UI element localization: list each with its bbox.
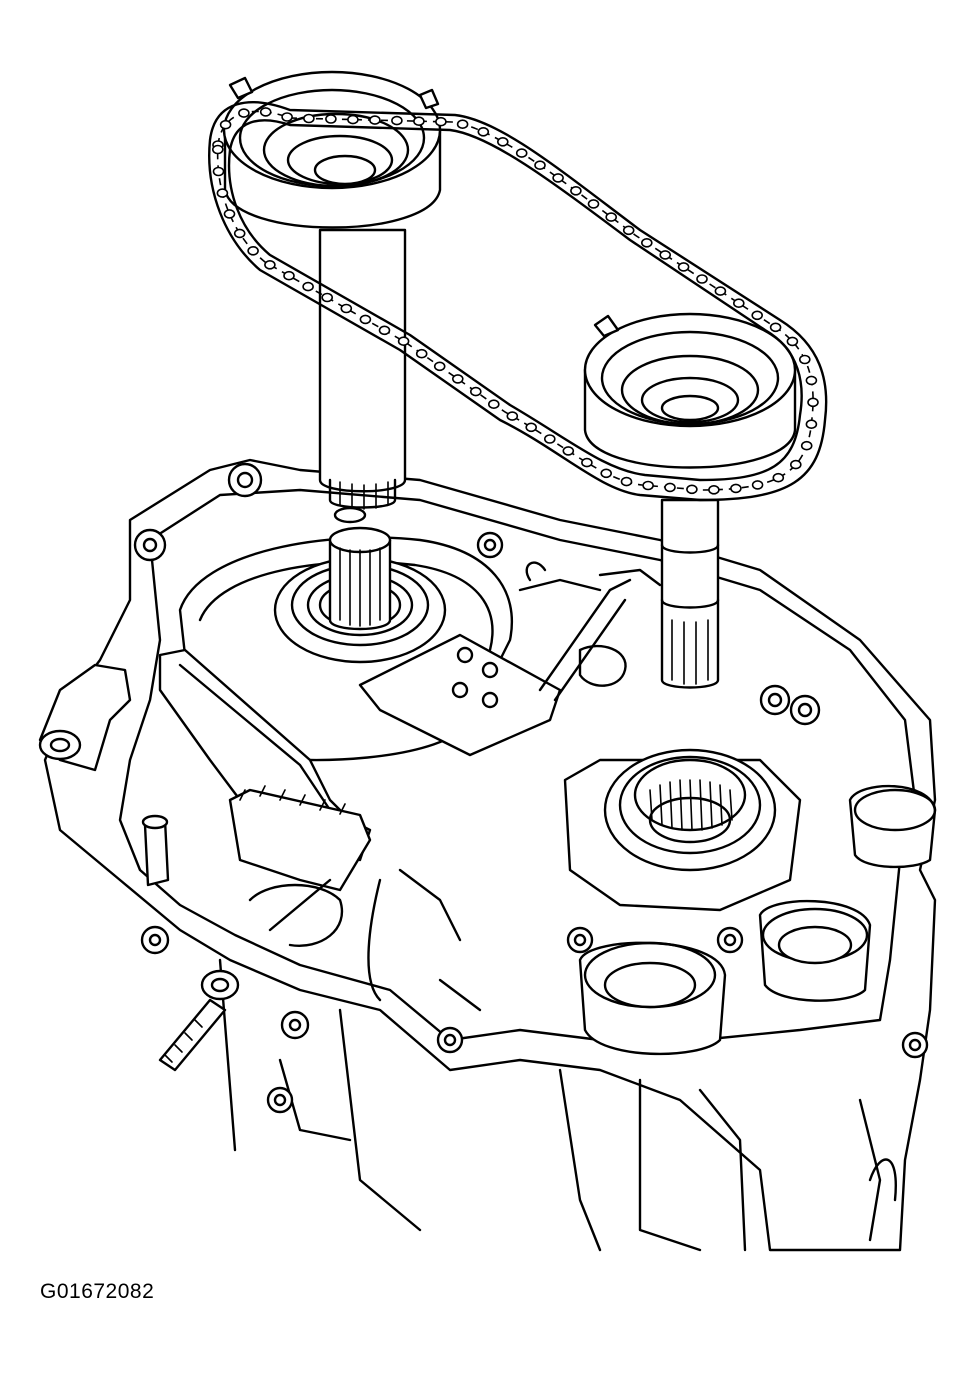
chain-roller [805, 419, 818, 430]
drive-chain [208, 101, 828, 502]
chain-roller [714, 286, 727, 296]
mainshaft-drive-sprocket [222, 70, 442, 510]
chain-roller [696, 274, 708, 284]
chain-roller [233, 228, 246, 239]
chain-roller [283, 270, 295, 281]
chain-roller [534, 160, 546, 170]
shift-fork-assembly [141, 578, 632, 1072]
chain-roller [515, 148, 528, 158]
chain-roller [786, 336, 799, 347]
chain-roller [807, 397, 819, 408]
chain-roller [525, 422, 538, 433]
chain-roller [506, 411, 519, 421]
chain-roller [677, 262, 690, 272]
chain-roller [798, 354, 811, 365]
chain-roller [413, 116, 425, 126]
chain-roller [581, 457, 593, 468]
chain-roller [751, 310, 764, 321]
chain-roller [642, 480, 654, 491]
chain-roller [216, 188, 229, 198]
chain-roller [605, 212, 618, 222]
front-output-shaft [660, 498, 720, 689]
figure-code-label: G01672082 [40, 1280, 155, 1303]
chain-roller [730, 483, 742, 494]
chain-roller [659, 250, 672, 260]
chain-roller [264, 259, 276, 270]
chain-roller [562, 446, 575, 456]
chain-roller [640, 238, 653, 248]
chain-roller [303, 113, 315, 124]
chain-roller [496, 137, 509, 147]
chain-roller [347, 114, 359, 125]
chain-roller [732, 298, 745, 309]
chain-roller [477, 127, 490, 137]
chain-roller [570, 186, 582, 196]
chain-roller [247, 246, 259, 256]
chain-roller [587, 199, 600, 209]
chain-roller [415, 348, 428, 359]
chain-roller [620, 476, 633, 487]
chain-roller [281, 112, 293, 122]
chain-roller [805, 375, 818, 386]
rear-output-bearing [563, 748, 802, 912]
chain-roller [487, 399, 500, 410]
chain-roller [800, 440, 813, 451]
chain-roller [219, 119, 232, 130]
chain-roller [325, 114, 337, 124]
chain-roller [212, 166, 225, 177]
chain-roller [751, 480, 764, 490]
chain-roller [456, 119, 469, 129]
chain-roller [469, 386, 482, 397]
chain-roller [391, 115, 403, 126]
chain-roller [397, 336, 410, 347]
chain-roller [378, 325, 391, 336]
chain-roller [664, 482, 676, 493]
chain-roller [600, 468, 613, 479]
chain-roller [359, 314, 372, 325]
chain-roller [686, 484, 698, 495]
chain-roller [772, 472, 785, 483]
chain-roller [223, 209, 236, 219]
chain-roller [238, 108, 250, 118]
chain-roller [622, 225, 635, 236]
chain-roller [769, 322, 782, 333]
case-detail-lines [248, 561, 662, 1012]
chain-roller [212, 144, 224, 155]
chain-roller [321, 292, 334, 303]
chain-roller [451, 374, 464, 384]
chain-roller [433, 361, 446, 372]
chain-roller [369, 115, 381, 125]
case-bores [578, 784, 937, 1056]
chain-roller [789, 459, 802, 470]
chain-roller [435, 116, 447, 127]
chain-roller [259, 107, 272, 117]
chain-roller [302, 281, 314, 292]
chain-roller [708, 484, 720, 495]
chain-roller [552, 173, 564, 183]
chain-roller [543, 434, 556, 444]
front-driven-sprocket [583, 312, 797, 469]
chain-roller [340, 303, 353, 314]
